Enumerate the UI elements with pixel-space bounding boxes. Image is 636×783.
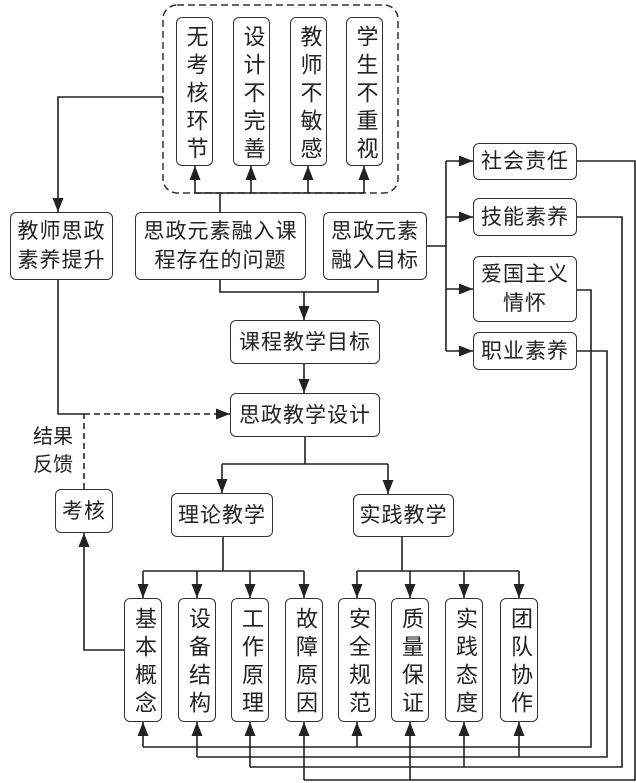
node-label: 实践态度 (452, 607, 477, 719)
arrow-group-to-teacher-literacy (52, 96, 163, 212)
node-label: 理论教学 (178, 502, 266, 527)
node-label: 职业素养 (481, 338, 569, 363)
arrow-basic-concepts-to-assessment (78, 533, 124, 651)
node-ideological-design: 思政教学设计 (230, 393, 380, 437)
node-label: 考核 (62, 498, 106, 523)
connector-merge-to-course-goals (219, 280, 379, 293)
node-integration-problems: 思政元素融入课 程存在的问题 (135, 212, 306, 280)
node-label: 课程教学目标 (239, 329, 371, 354)
node-integration-goals: 思政元素 融入目标 (323, 212, 427, 280)
node-label: 思政元素 融入目标 (331, 219, 419, 272)
node-course-goals: 课程教学目标 (230, 320, 380, 364)
node-assessment: 考核 (55, 489, 113, 533)
connector-design-trunk (222, 437, 388, 465)
connector-skill-literacy-loop (250, 216, 623, 768)
node-label: 故障原因 (292, 607, 317, 719)
connector-professional-literacy-loop (197, 350, 608, 758)
node-theory-item: 工作原理 (231, 598, 269, 722)
node-label: 爱国主义 情怀 (481, 262, 569, 315)
node-practice-item: 团队协作 (500, 598, 538, 722)
connector-social-responsibility-loop (304, 160, 636, 781)
node-social-responsibility: 社会责任 (473, 143, 577, 180)
node-label: 无考核环节 (182, 24, 208, 165)
node-skill-literacy: 技能素养 (473, 198, 577, 236)
node-label: 团队协作 (507, 607, 532, 719)
node-problem-item: 无考核环节 (176, 17, 213, 166)
node-patriotism: 爱国主义 情怀 (473, 256, 577, 322)
node-theory-item: 故障原因 (285, 598, 323, 722)
node-label: 技能素养 (481, 204, 569, 229)
node-theory-teaching: 理论教学 (171, 493, 273, 537)
node-problem-item: 学生不重视 (346, 17, 383, 166)
connector-problems-trunk (195, 192, 364, 212)
node-label: 社会责任 (481, 149, 569, 173)
node-teacher-literacy: 教师思政 素养提升 (10, 212, 113, 280)
connector-teacher-literacy-down (57, 280, 84, 415)
node-label: 设计不完善 (239, 24, 265, 165)
node-label: 思政教学设计 (239, 402, 371, 427)
connector-theory-trunk (143, 537, 304, 572)
node-professional-literacy: 职业素养 (473, 332, 577, 370)
node-problem-item: 设计不完善 (233, 17, 270, 166)
connector-goals-trunk (427, 161, 447, 351)
node-label: 质量保证 (398, 607, 423, 719)
node-practice-teaching: 实践教学 (353, 494, 454, 537)
node-label: 工作原理 (238, 607, 263, 719)
connector-practice-trunk (357, 537, 519, 572)
node-label: 实践教学 (359, 503, 448, 527)
connector-patriotism-loop (143, 289, 592, 748)
node-theory-item: 设备结构 (178, 598, 216, 722)
node-label: 教师思政 素养提升 (17, 219, 106, 272)
node-label: 思政元素融入课 程存在的问题 (143, 219, 298, 272)
node-label: 设备结构 (185, 607, 210, 719)
feedback-label: 结果 反馈 (33, 424, 73, 476)
node-label: 安全规范 (345, 607, 370, 719)
node-theory-item: 基本概念 (124, 598, 162, 722)
problems-group-border (162, 4, 399, 194)
node-problem-item: 教师不敏感 (290, 17, 327, 166)
node-label: 教师不敏感 (296, 24, 322, 165)
node-practice-item: 安全规范 (338, 598, 376, 722)
node-practice-item: 实践态度 (445, 598, 483, 722)
node-label: 学生不重视 (352, 24, 378, 165)
node-label: 基本概念 (131, 607, 156, 719)
node-practice-item: 质量保证 (391, 598, 429, 722)
